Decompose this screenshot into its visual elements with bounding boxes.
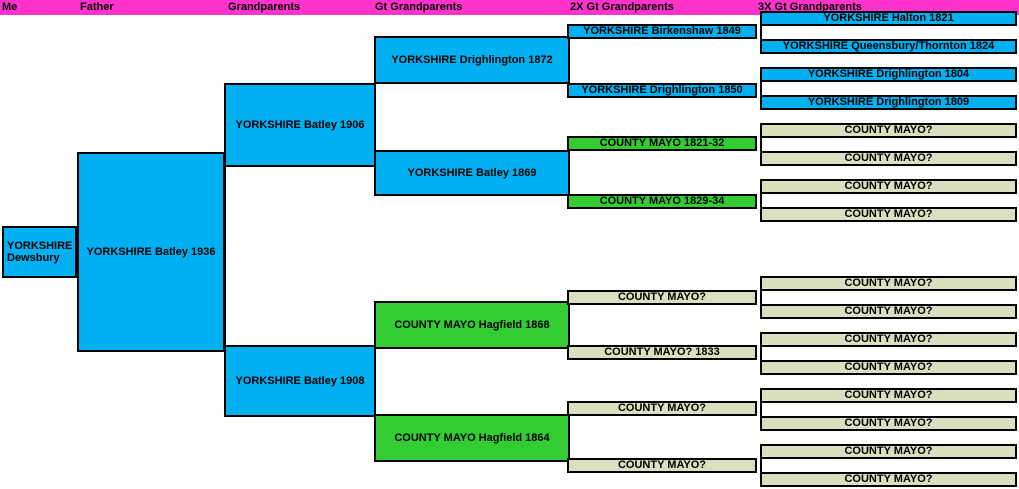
- person-box-3x-gt-grandparent-14[interactable]: COUNTY MAYO?: [760, 444, 1017, 459]
- person-box-3x-gt-grandparent-10[interactable]: COUNTY MAYO?: [760, 332, 1017, 347]
- connector-vertical-11: [760, 283, 762, 311]
- person-box-gt-grandparent-3[interactable]: COUNTY MAYO Hagfield 1864: [374, 414, 570, 462]
- generation-header-me: Me: [2, 1, 18, 13]
- person-box-2x-gt-grandparent-4[interactable]: COUNTY MAYO?: [567, 290, 757, 305]
- generation-header-2x-gt-grandparents: 2X Gt Grandparents: [570, 1, 674, 13]
- person-box-3x-gt-grandparent-13[interactable]: COUNTY MAYO?: [760, 416, 1017, 431]
- person-box-2x-gt-grandparent-0[interactable]: YORKSHIRE Birkenshaw 1849: [567, 24, 757, 39]
- person-box-3x-gt-grandparent-12[interactable]: COUNTY MAYO?: [760, 388, 1017, 403]
- person-box-2x-gt-grandparent-1[interactable]: YORKSHIRE Drighlington 1850: [567, 83, 757, 98]
- person-box-2x-gt-grandparent-2[interactable]: COUNTY MAYO 1821-32: [567, 136, 757, 151]
- person-box-3x-gt-grandparent-5[interactable]: COUNTY MAYO?: [760, 151, 1017, 166]
- connector-vertical-7: [760, 18, 762, 46]
- person-box-3x-gt-grandparent-7[interactable]: COUNTY MAYO?: [760, 207, 1017, 222]
- person-box-grandparent-0[interactable]: YORKSHIRE Batley 1906: [224, 83, 376, 167]
- connector-vertical-0: [224, 125, 226, 387]
- person-box-3x-gt-grandparent-2[interactable]: YORKSHIRE Drighlington 1804: [760, 67, 1017, 82]
- connector-vertical-12: [760, 339, 762, 367]
- connector-vertical-9: [760, 130, 762, 158]
- person-box-2x-gt-grandparent-6[interactable]: COUNTY MAYO?: [567, 401, 757, 416]
- person-box-3x-gt-grandparent-15[interactable]: COUNTY MAYO?: [760, 472, 1017, 487]
- person-box-father-0[interactable]: YORKSHIRE Batley 1936: [77, 152, 225, 352]
- generation-header-father: Father: [80, 1, 114, 13]
- person-box-3x-gt-grandparent-6[interactable]: COUNTY MAYO?: [760, 179, 1017, 194]
- connector-vertical-8: [760, 74, 762, 102]
- person-box-gt-grandparent-1[interactable]: YORKSHIRE Batley 1869: [374, 150, 570, 196]
- person-box-3x-gt-grandparent-11[interactable]: COUNTY MAYO?: [760, 360, 1017, 375]
- person-box-3x-gt-grandparent-3[interactable]: YORKSHIRE Drighlington 1809: [760, 95, 1017, 110]
- connector-vertical-10: [760, 186, 762, 214]
- connector-vertical-13: [760, 395, 762, 423]
- connector-vertical-14: [760, 451, 762, 479]
- person-box-3x-gt-grandparent-9[interactable]: COUNTY MAYO?: [760, 304, 1017, 319]
- person-box-grandparent-1[interactable]: YORKSHIRE Batley 1908: [224, 345, 376, 417]
- person-box-3x-gt-grandparent-4[interactable]: COUNTY MAYO?: [760, 123, 1017, 138]
- person-box-2x-gt-grandparent-5[interactable]: COUNTY MAYO? 1833: [567, 345, 757, 360]
- generation-header-gt-grandparents: Gt Grandparents: [375, 1, 463, 13]
- person-box-3x-gt-grandparent-0[interactable]: YORKSHIRE Halton 1821: [760, 11, 1017, 26]
- generation-header-3x-gt-grandparents: 3X Gt Grandparents: [758, 1, 862, 13]
- person-box-gt-grandparent-2[interactable]: COUNTY MAYO Hagfield 1868: [374, 301, 570, 349]
- person-box-2x-gt-grandparent-7[interactable]: COUNTY MAYO?: [567, 458, 757, 473]
- person-box-gt-grandparent-0[interactable]: YORKSHIRE Drighlington 1872: [374, 36, 570, 84]
- person-box-me-0[interactable]: YORKSHIRE Dewsbury: [2, 226, 77, 278]
- person-box-3x-gt-grandparent-1[interactable]: YORKSHIRE Queensbury/Thornton 1824: [760, 39, 1017, 54]
- generation-header-grandparents: Grandparents: [228, 1, 301, 13]
- person-box-3x-gt-grandparent-8[interactable]: COUNTY MAYO?: [760, 276, 1017, 291]
- person-box-2x-gt-grandparent-3[interactable]: COUNTY MAYO 1829-34: [567, 194, 757, 209]
